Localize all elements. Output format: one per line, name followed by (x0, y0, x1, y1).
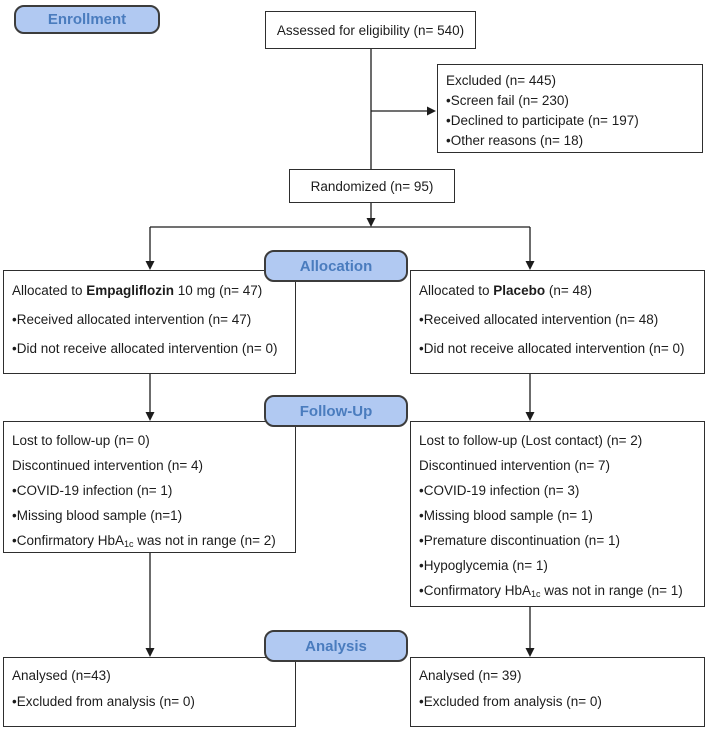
text-line: Assessed for eligibility (n= 540) (276, 22, 465, 38)
allocation-empagliflozin-box: Allocated to Empagliflozin 10 mg (n= 47)… (3, 270, 296, 374)
text-line: Analysed (n=43) (12, 668, 111, 683)
text-line: •Excluded from analysis (n= 0) (12, 694, 195, 709)
arrowhead-alloc-right (525, 261, 535, 270)
text-line: Excluded (n= 445) (446, 73, 556, 88)
text-line: •COVID-19 infection (n= 3) (419, 483, 580, 498)
text-line: Allocated to Placebo (n= 48) (419, 283, 592, 298)
text-line: Discontinued intervention (n= 7) (419, 458, 610, 473)
text-line: •Other reasons (n= 18) (446, 133, 584, 148)
text-line: •Missing blood sample (n= 1) (419, 508, 593, 523)
text-line: •Did not receive allocated intervention … (419, 341, 685, 356)
arrowhead-fu-right (525, 412, 535, 421)
randomized-box: Randomized (n= 95) (289, 169, 455, 203)
arrowhead-analysis-left (145, 648, 155, 657)
allocation-badge: Allocation (264, 250, 408, 282)
analysis-empagliflozin-box: Analysed (n=43) •Excluded from analysis (… (3, 657, 296, 727)
arrowhead-analysis-right (525, 648, 535, 657)
text-line: Lost to follow-up (n= 0) (12, 433, 150, 448)
arrowhead-excluded (427, 106, 436, 116)
text-line: •COVID-19 infection (n= 1) (12, 483, 173, 498)
text-line: Allocated to Empagliflozin 10 mg (n= 47) (12, 283, 263, 298)
enrollment-badge: Enrollment (14, 5, 160, 34)
text-line: •Premature discontinuation (n= 1) (419, 533, 620, 548)
allocation-placebo-box: Allocated to Placebo (n= 48) •Received al… (410, 270, 705, 374)
followup-empagliflozin-box: Lost to follow-up (n= 0) Discontinued int… (3, 421, 296, 553)
text-line: Discontinued intervention (n= 4) (12, 458, 203, 473)
text-line: •Hypoglycemia (n= 1) (419, 558, 548, 573)
text-line: Randomized (n= 95) (310, 178, 434, 194)
text-line: •Did not receive allocated intervention … (12, 341, 278, 356)
excluded-box: Excluded (n= 445) •Screen fail (n= 230) •D… (437, 64, 703, 153)
followup-badge: Follow-Up (264, 395, 408, 427)
text-line: Analysed (n= 39) (419, 668, 522, 683)
arrowhead-fu-left (145, 412, 155, 421)
followup-placebo-box: Lost to follow-up (Lost contact) (n= 2) D… (410, 421, 705, 607)
text-line: •Received allocated intervention (n= 47) (12, 312, 252, 327)
text-line: •Confirmatory HbA1c was not in range (n=… (12, 533, 276, 549)
text-line: •Missing blood sample (n=1) (12, 508, 183, 523)
text-line: •Screen fail (n= 230) (446, 93, 569, 108)
arrowhead-alloc-left (145, 261, 155, 270)
text-line: Lost to follow-up (Lost contact) (n= 2) (419, 433, 643, 448)
arrowhead-branch (366, 218, 376, 227)
analysis-badge: Analysis (264, 630, 408, 662)
text-line: •Excluded from analysis (n= 0) (419, 694, 602, 709)
text-line: •Received allocated intervention (n= 48) (419, 312, 659, 327)
analysis-placebo-box: Analysed (n= 39) •Excluded from analysis … (410, 657, 705, 727)
text-line: •Confirmatory HbA1c was not in range (n=… (419, 583, 683, 599)
text-line: •Declined to participate (n= 197) (446, 113, 639, 128)
assessed-box: Assessed for eligibility (n= 540) (265, 11, 476, 49)
